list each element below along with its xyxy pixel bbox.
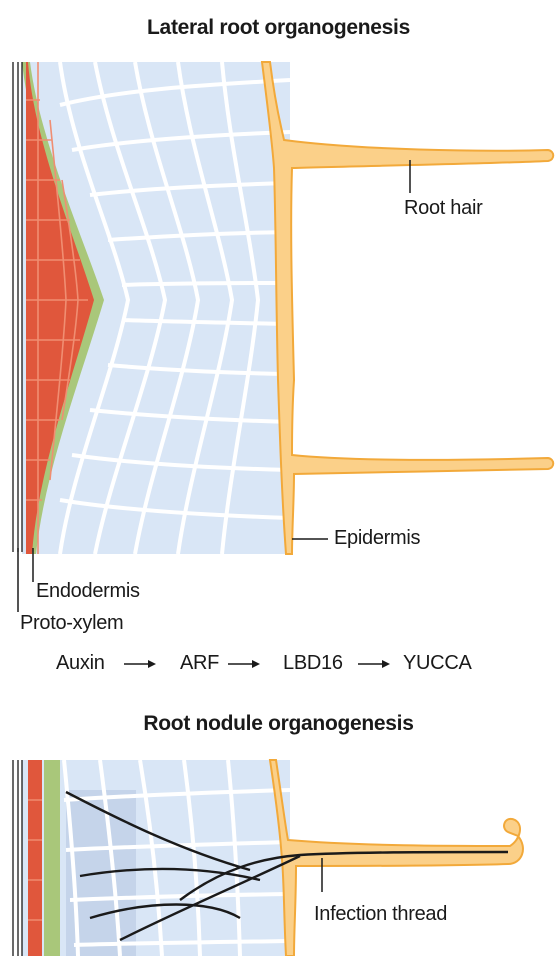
epidermis-label: Epidermis — [334, 527, 420, 550]
root-nodule-title: Root nodule organogenesis — [0, 712, 557, 736]
pericycle-strip — [28, 760, 42, 956]
root-hair-label: Root hair — [404, 197, 482, 220]
lateral-root-title: Lateral root organogenesis — [0, 16, 557, 40]
infection-thread-label: Infection thread — [314, 903, 447, 926]
epidermis-layer — [262, 62, 553, 554]
auxin-signaling-pathway: Auxin ARF LBD16 YUCCA — [0, 652, 557, 682]
endodermis-label: Endodermis — [36, 580, 140, 603]
pathway-step-yucca: YUCCA — [403, 652, 472, 675]
pathway-step-lbd16: LBD16 — [283, 652, 343, 675]
pathway-step-auxin: Auxin — [56, 652, 105, 675]
epidermis-layer — [270, 760, 523, 956]
pathway-step-arf: ARF — [180, 652, 219, 675]
proto-xylem-label: Proto-xylem — [20, 612, 123, 635]
root-nodule-cross-section — [13, 760, 523, 956]
cell-wall — [122, 283, 290, 285]
endodermis-strip — [44, 760, 60, 956]
lateral-root-cross-section — [13, 62, 553, 612]
